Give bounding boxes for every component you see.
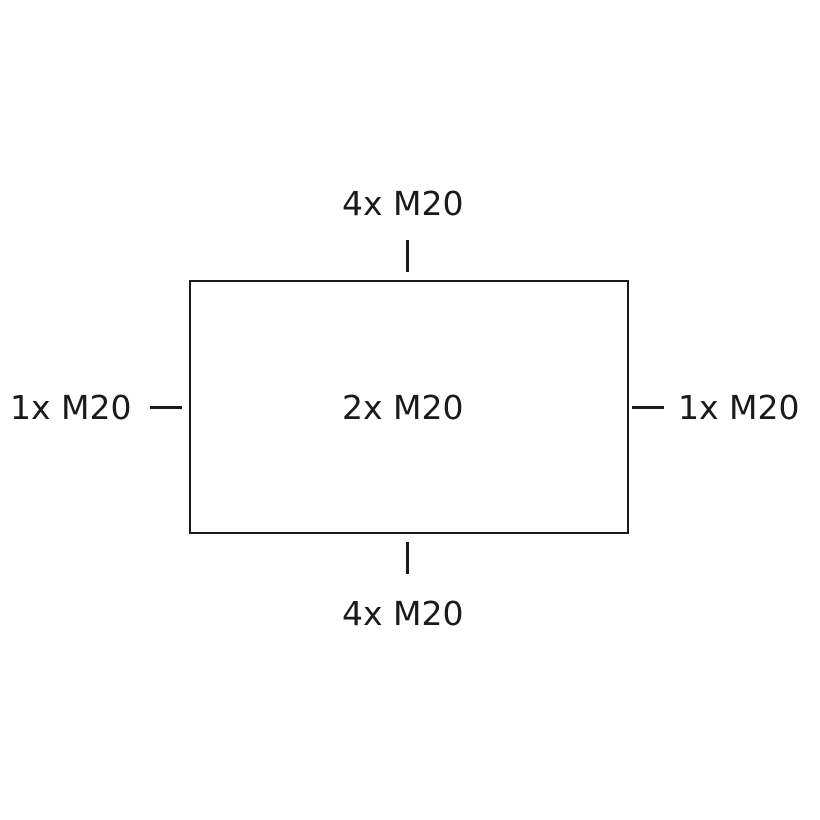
right-entry-label: 1x M20 xyxy=(678,388,800,427)
bottom-entry-label: 4x M20 xyxy=(342,594,464,633)
left-entry-label: 1x M20 xyxy=(10,388,132,427)
bottom-entry-marker xyxy=(406,542,409,574)
left-entry-marker xyxy=(150,406,182,409)
top-entry-label: 4x M20 xyxy=(342,184,464,223)
right-entry-marker xyxy=(632,406,664,409)
base-entry-label: 2x M20 xyxy=(342,388,464,427)
enclosure-outline xyxy=(189,280,629,534)
top-entry-marker xyxy=(406,240,409,272)
